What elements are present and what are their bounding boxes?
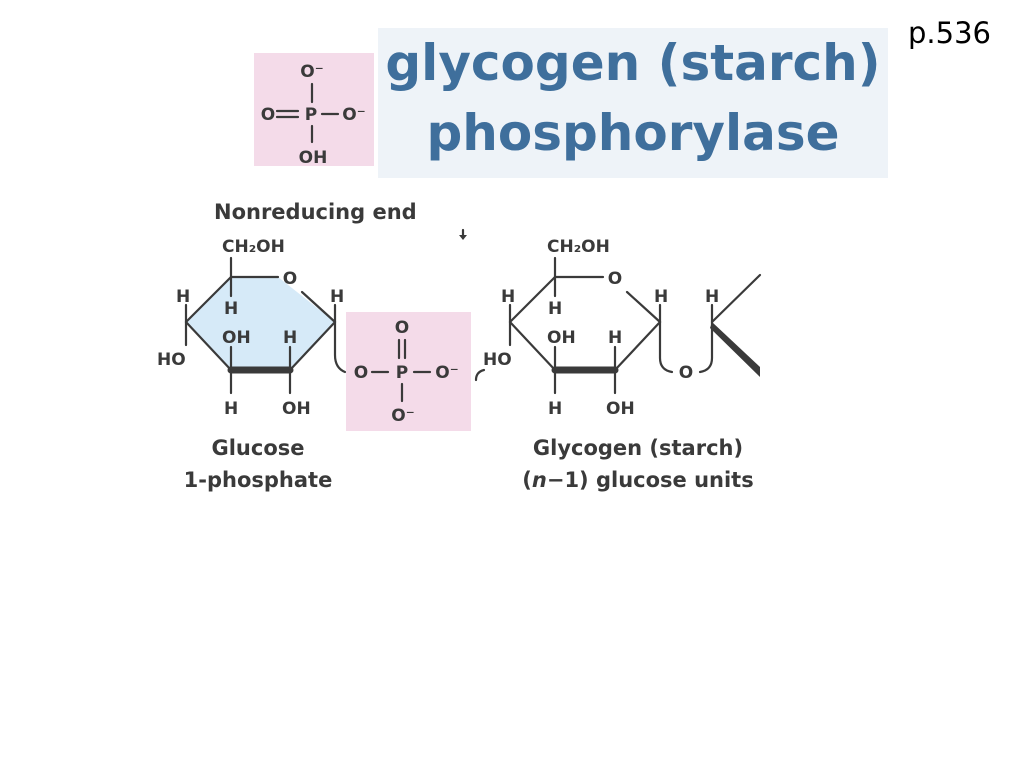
chain-ho-left: HO bbox=[483, 350, 512, 370]
cleavage-arrow-icon bbox=[459, 228, 467, 240]
chain-h-c2: H bbox=[608, 328, 622, 348]
chain-h-c4: H bbox=[548, 299, 562, 319]
reagent-o-right: O⁻ bbox=[342, 105, 365, 125]
enzyme-name-line-1: glycogen (starch) bbox=[385, 34, 881, 92]
chain-oh-bottom: OH bbox=[606, 399, 635, 419]
chain-oh-c3: OH bbox=[547, 328, 576, 348]
next-ring-wedge bbox=[710, 322, 760, 377]
chain-label-n: n bbox=[532, 468, 547, 492]
glucose-ch2oh: CH₂OH bbox=[222, 237, 285, 257]
chain-h-bottom: H bbox=[548, 399, 562, 419]
glucose-ring-o: O bbox=[283, 269, 297, 289]
glucose-ho-left: HO bbox=[157, 350, 186, 370]
enzyme-name-banner: glycogen (starch) phosphorylase bbox=[378, 28, 888, 178]
glucose-h-c2: H bbox=[283, 328, 297, 348]
reagent-o-left: O bbox=[261, 105, 275, 125]
chain-label-line-1: Glycogen (starch) bbox=[533, 436, 743, 460]
glucose-h-c4: H bbox=[224, 299, 238, 319]
glycosidic-bond-to-phosphate bbox=[333, 320, 347, 374]
phosphate-reagent-background bbox=[254, 53, 374, 166]
glucose-oh-c3: OH bbox=[222, 328, 251, 348]
chain-label-line-2: (n−1) glucose units bbox=[522, 468, 753, 492]
reagent-oh-bottom: OH bbox=[299, 148, 328, 168]
enzyme-name-line-2: phosphorylase bbox=[426, 104, 840, 162]
product-label-line-2: 1-phosphate bbox=[184, 468, 333, 492]
phosphate-o-left: O bbox=[354, 363, 368, 383]
reagent-o-top: O⁻ bbox=[300, 62, 323, 82]
glucose-h-bottom: H bbox=[224, 399, 238, 419]
chain-ring-o: O bbox=[608, 269, 622, 289]
phosphate-p: P bbox=[396, 363, 408, 383]
glycogen-chain-ring: CH₂OH O H H H H OH H HO H OH O bbox=[474, 237, 762, 419]
chain-h-right: H bbox=[654, 287, 668, 307]
phosphate-reagent: O⁻ O P O⁻ OH bbox=[254, 53, 374, 168]
chain-ch2oh: CH₂OH bbox=[547, 237, 610, 257]
glucose-ring-fill bbox=[186, 277, 335, 370]
chain-linkage-stub bbox=[474, 368, 486, 382]
phosphate-o-top: O bbox=[395, 318, 409, 338]
reagent-p: P bbox=[305, 105, 317, 125]
glucose-h-left: H bbox=[176, 287, 190, 307]
product-label-line-1: Glucose bbox=[211, 436, 304, 460]
phosphate-o-right: O⁻ bbox=[435, 363, 458, 383]
chain-linkage-o: O bbox=[679, 363, 693, 383]
chain-label-rest: −1) glucose units bbox=[547, 468, 754, 492]
chain-h-far: H bbox=[705, 287, 719, 307]
glucose-oh-bottom: OH bbox=[282, 399, 311, 419]
phosphate-group-background bbox=[346, 312, 471, 431]
phosphate-o-bottom: O⁻ bbox=[391, 406, 414, 426]
glucose-ring: CH₂OH O H H H OH H HO H OH bbox=[157, 237, 347, 419]
chain-h-left: H bbox=[501, 287, 515, 307]
phosphate-group: O P O⁻ O O⁻ bbox=[346, 312, 471, 431]
page-number: p.536 bbox=[908, 16, 991, 50]
nonreducing-end-label: Nonreducing end bbox=[214, 200, 417, 224]
glucose-h-right: H bbox=[330, 287, 344, 307]
chain-label-paren: ( bbox=[522, 468, 532, 492]
